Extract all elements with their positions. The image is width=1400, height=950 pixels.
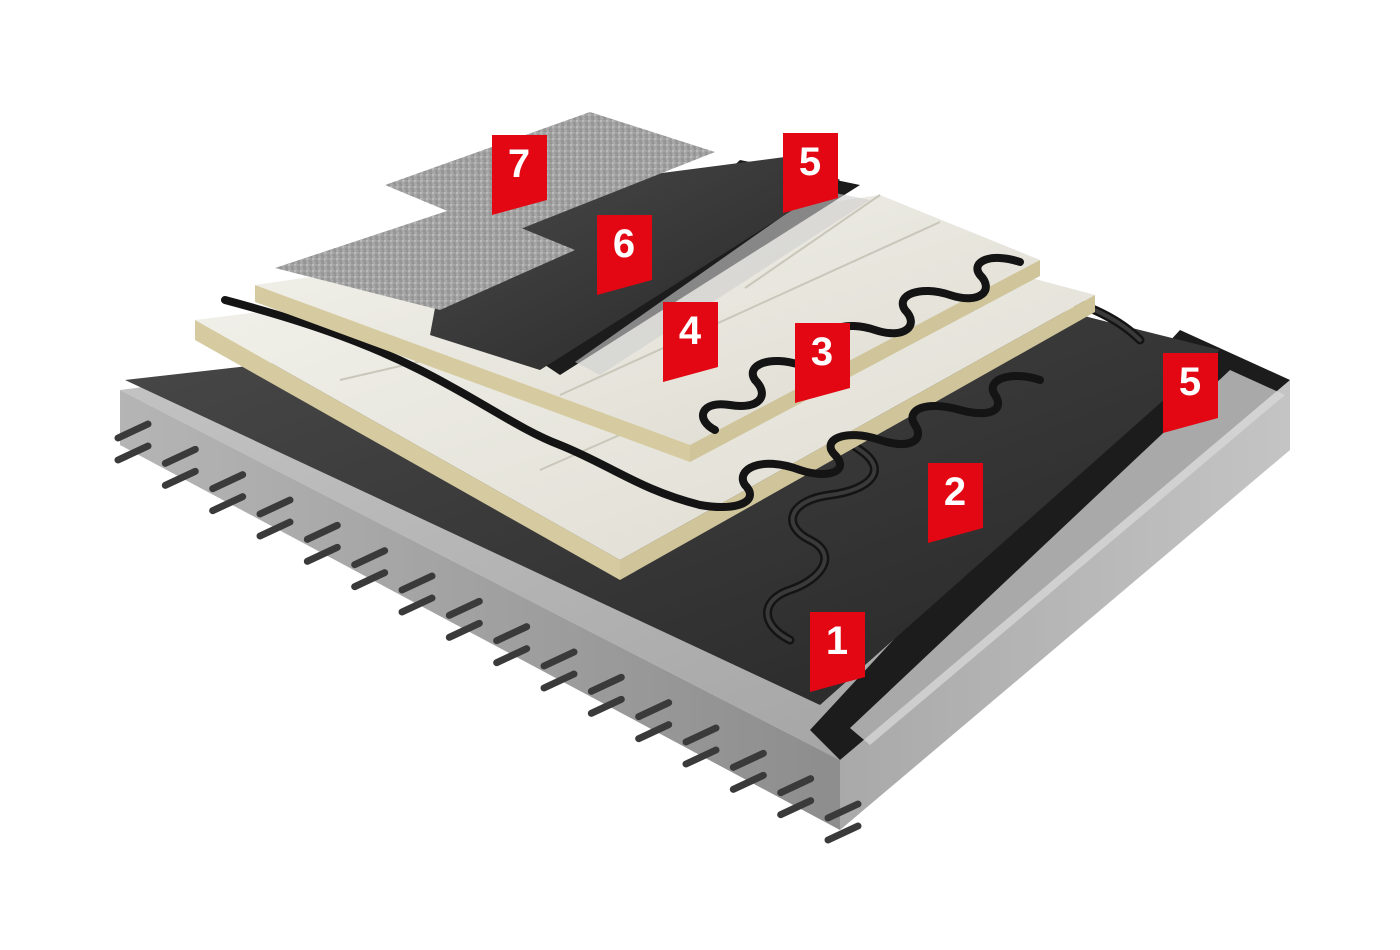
- marker-number: 1: [826, 619, 848, 663]
- rebar-stub: [445, 597, 483, 619]
- layer-marker-2[interactable]: 2: [928, 463, 983, 543]
- rebar-stub: [209, 493, 247, 515]
- rebar-stub: [161, 445, 199, 467]
- marker-number: 2: [944, 470, 966, 514]
- marker-flag: [597, 215, 652, 295]
- rebar-stubs: [114, 420, 862, 844]
- rebar-stub: [351, 569, 389, 591]
- rebar-stub: [303, 543, 341, 565]
- concrete-slab-side: [840, 380, 1290, 830]
- cap-sheet-panel-front: [275, 205, 575, 310]
- rebar-stub: [398, 572, 436, 594]
- rebar-stub: [161, 467, 199, 489]
- concrete-slab-front: [120, 390, 840, 830]
- marker-flag: [492, 135, 547, 215]
- layer-marker-1[interactable]: 1: [810, 612, 865, 692]
- rebar-stub: [635, 721, 673, 743]
- marker-number: 6: [613, 222, 635, 266]
- marker-number: 7: [508, 142, 530, 186]
- marker-flag: [928, 463, 983, 543]
- marker-number: 5: [799, 140, 821, 184]
- rebar-stub: [777, 797, 815, 819]
- insulation-board-upper-edge: [255, 285, 690, 462]
- rebar-stub: [114, 420, 152, 442]
- layer-marker-5-upper[interactable]: 5: [783, 133, 838, 213]
- rebar-stub: [493, 645, 531, 667]
- edge-strip-lower-fleece: [850, 370, 1285, 745]
- rebar-stub: [493, 623, 531, 645]
- rebar-stub: [729, 771, 767, 793]
- marker-flag: [663, 302, 718, 382]
- marker-number: 4: [679, 309, 702, 353]
- insulation-board-lower-edge: [195, 320, 620, 580]
- layer-marker-6[interactable]: 6: [597, 215, 652, 295]
- rebar-stub: [114, 442, 152, 464]
- layer-marker-3[interactable]: 3: [795, 323, 850, 403]
- rebar-stub: [824, 822, 862, 844]
- layer-markers: 7 5 6 4 3 5 2: [492, 133, 1218, 692]
- rebar-stub: [824, 800, 862, 822]
- rebar-stub: [682, 724, 720, 746]
- board-joint: [744, 194, 881, 289]
- marker-number: 3: [811, 330, 833, 374]
- marker-flag: [810, 612, 865, 692]
- marker-flag: [1163, 353, 1218, 433]
- rebar-stub: [540, 648, 578, 670]
- rebar-stub: [729, 749, 767, 771]
- rebar-stub: [682, 746, 720, 768]
- rebar-stub: [256, 496, 294, 518]
- rebar-stub: [209, 471, 247, 493]
- rebar-stub: [635, 699, 673, 721]
- rebar-stub: [587, 695, 625, 717]
- board-joint: [559, 221, 941, 396]
- rebar-stub: [587, 673, 625, 695]
- rebar-stub: [777, 775, 815, 797]
- rebar-stub: [256, 518, 294, 540]
- marker-flag: [795, 323, 850, 403]
- rebar-stub: [540, 670, 578, 692]
- layer-marker-7[interactable]: 7: [492, 135, 547, 215]
- rebar-stub: [445, 619, 483, 641]
- rebar-stub: [351, 547, 389, 569]
- rebar-stub: [303, 521, 341, 543]
- bonding-cable-mid: [221, 296, 1044, 512]
- edge-strip-upper-fleece: [575, 190, 870, 375]
- rebar-stub: [398, 594, 436, 616]
- insulation-board-upper-edge-side: [690, 260, 1040, 462]
- cap-sheet-panel-rear: [385, 112, 715, 235]
- layer-marker-5-lower[interactable]: 5: [1163, 353, 1218, 433]
- marker-flag: [783, 133, 838, 213]
- marker-number: 5: [1179, 360, 1201, 404]
- cap-sheet: [275, 112, 715, 310]
- layer-marker-4[interactable]: 4: [663, 302, 718, 382]
